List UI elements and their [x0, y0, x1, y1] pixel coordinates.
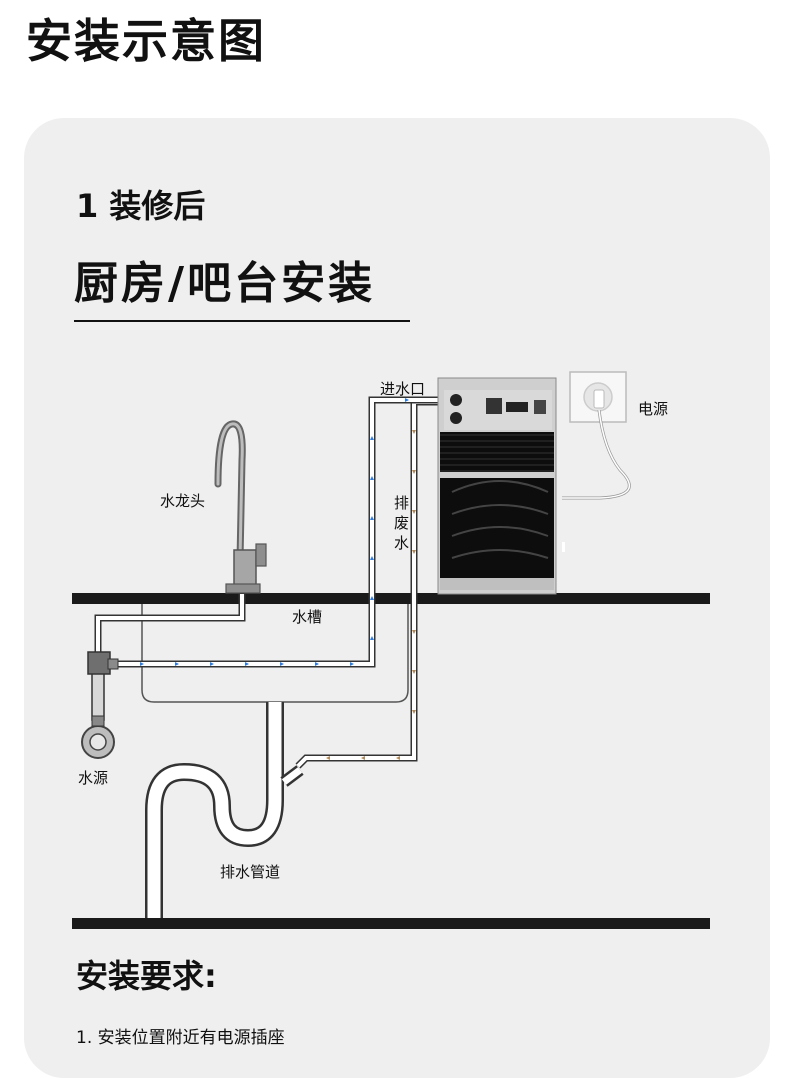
faucet-supply-line: [94, 594, 246, 664]
label-inlet: 进水口: [380, 380, 425, 398]
label-waste-3: 水: [394, 534, 409, 552]
label-waste-1: 排: [394, 494, 409, 512]
label-waste-2: 废: [394, 514, 409, 532]
inlet-water-line: [110, 396, 438, 668]
waste-water-line: [295, 398, 438, 769]
title-underline: [74, 320, 410, 322]
faucet: [214, 420, 267, 594]
page-title: 安装示意图: [26, 14, 266, 68]
water-machine: [437, 377, 557, 595]
label-faucet: 水龙头: [160, 492, 205, 510]
label-water-source: 水源: [78, 769, 108, 787]
label-drain-pipe: 排水管道: [220, 863, 280, 881]
section-title: 1 装修后: [76, 187, 206, 225]
label-power: 电源: [638, 400, 668, 418]
countertop: [72, 593, 710, 604]
t-valve: [87, 651, 111, 675]
label-sink: 水槽: [292, 608, 322, 626]
installation-diagram: 进水口 电源 水龙头 排 废 水 水槽 水源 排水管道: [72, 371, 710, 929]
power-cord: [562, 409, 631, 500]
floor-line: [72, 918, 710, 929]
water-source-assembly: [81, 651, 119, 759]
power-socket: [569, 371, 627, 423]
requirements-title: 安装要求:: [76, 957, 217, 995]
scene-title: 厨房/吧台安装: [74, 258, 376, 309]
drain-pipe: [145, 702, 304, 918]
requirement-item-1: 1. 安装位置附近有电源插座: [76, 1028, 285, 1048]
